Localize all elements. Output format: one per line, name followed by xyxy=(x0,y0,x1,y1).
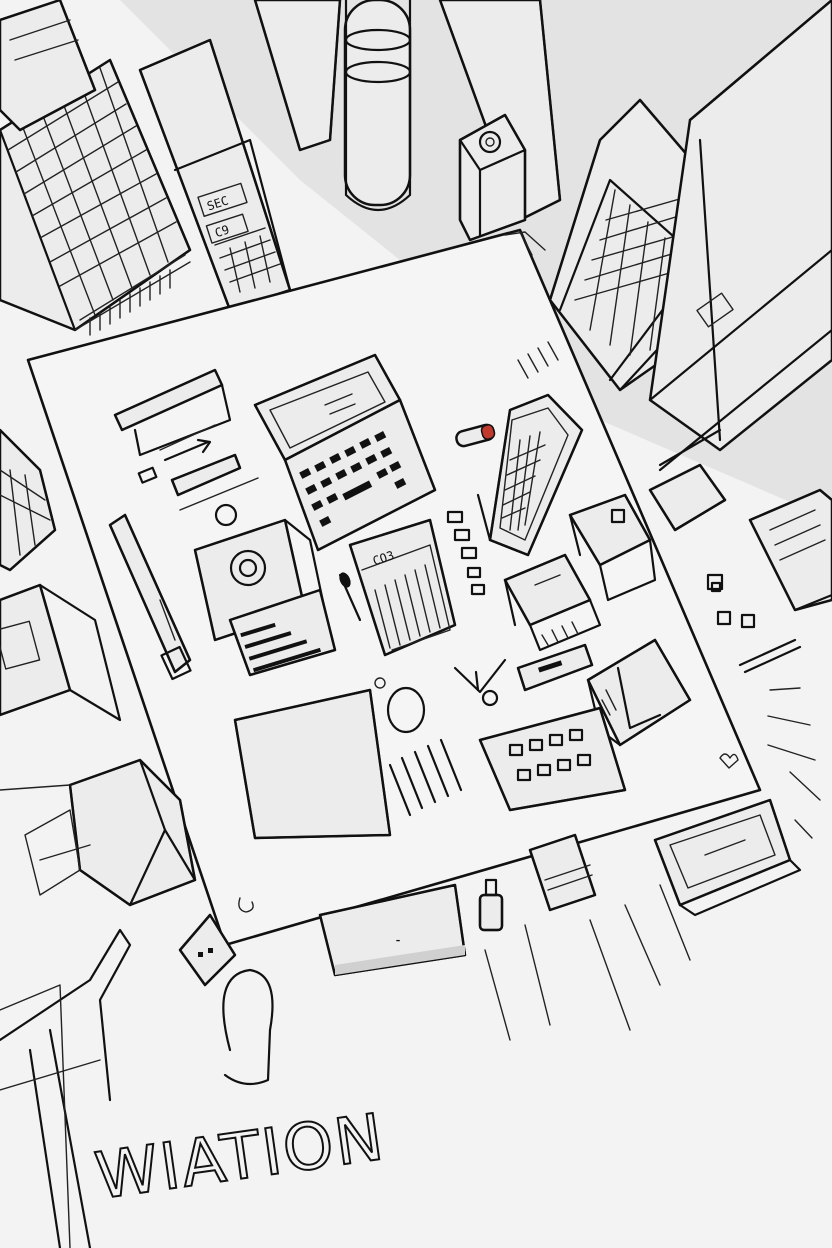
small-cabinet xyxy=(178,913,237,987)
building-tower-sec: SEC C9 xyxy=(138,38,292,312)
building-top-left xyxy=(0,58,192,336)
box-lower-left xyxy=(0,758,197,907)
control-box xyxy=(458,113,527,242)
small-pencil xyxy=(338,572,362,622)
pencil-bars xyxy=(388,738,463,817)
streak-lines xyxy=(484,884,691,1041)
label-strip xyxy=(113,368,232,457)
loop-doodle xyxy=(222,968,274,1086)
drawer: ⁃ xyxy=(318,883,467,977)
building-far-right xyxy=(648,0,832,472)
bracket-tool xyxy=(453,658,507,707)
right-side-objects xyxy=(648,463,832,674)
ruler-piece xyxy=(516,643,594,692)
speaker-box xyxy=(193,518,337,677)
tower-plate-text-2: C9 xyxy=(213,222,231,240)
keypad-tray xyxy=(478,706,627,812)
egg-shape xyxy=(386,686,426,734)
scaffold xyxy=(0,928,132,1248)
tower-plate-text: SEC xyxy=(205,193,230,213)
ring xyxy=(214,503,238,527)
device-label-text: CO3 xyxy=(371,548,396,568)
building-slab-top xyxy=(253,0,562,222)
building-top-left-small xyxy=(0,0,97,132)
cube-stack xyxy=(503,493,657,652)
capsule xyxy=(455,423,496,448)
hatch-marks xyxy=(517,341,559,379)
caption-word: WIATION xyxy=(91,1101,390,1215)
button-column xyxy=(446,510,486,596)
cube-letter xyxy=(586,638,692,747)
doodle-check xyxy=(238,897,254,913)
left-side-objects xyxy=(0,428,122,722)
tablet xyxy=(476,393,584,557)
laptop-bottom-right xyxy=(653,798,802,917)
pen xyxy=(108,513,192,681)
device-co3: CO3 xyxy=(348,518,457,657)
arrow-sketch xyxy=(137,438,259,511)
blank-card xyxy=(233,688,392,840)
bottle xyxy=(478,878,504,932)
laptop xyxy=(253,353,437,552)
svg-text:⁃: ⁃ xyxy=(395,934,401,948)
radiating-lines xyxy=(767,687,821,839)
heart-doodle xyxy=(719,753,739,769)
book-stack xyxy=(528,833,597,912)
cylinder-pipe xyxy=(343,0,412,211)
